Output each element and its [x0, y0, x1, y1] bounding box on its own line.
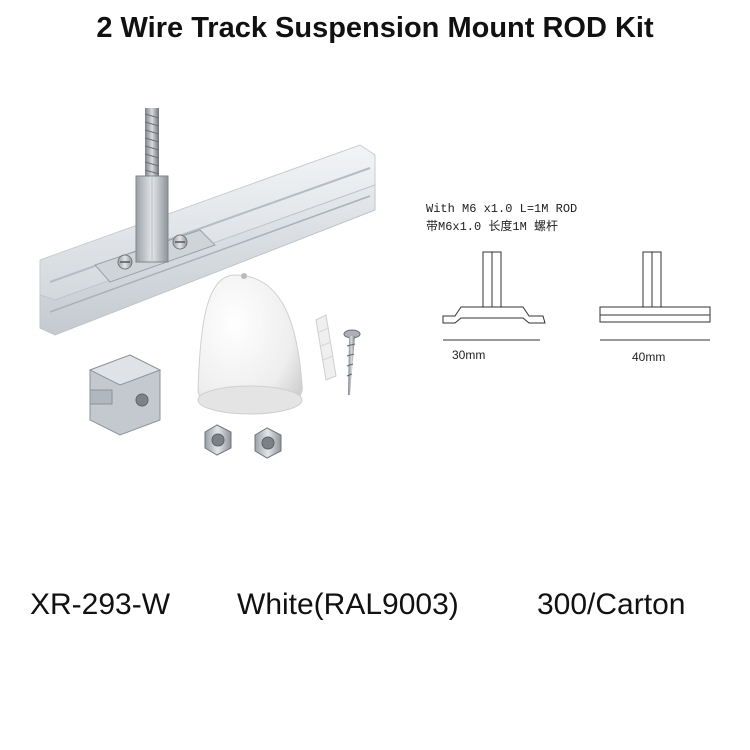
packing-quantity: 300/Carton [537, 588, 686, 621]
rod-note-en: With M6 x1.0 L=1M ROD [426, 202, 578, 216]
profile-40mm [599, 251, 711, 341]
screw [343, 329, 361, 395]
model-number: XR-293-W [30, 588, 171, 621]
hex-nut [204, 424, 232, 456]
product-title: 2 Wire Track Suspension Mount ROD Kit [96, 12, 654, 44]
hex-nut [254, 427, 282, 459]
product-photo [39, 108, 376, 459]
clamp-block [88, 354, 162, 436]
threaded-rod [135, 108, 169, 263]
rod-note-cn: 带M6x1.0 长度1M 螺杆 [426, 220, 559, 234]
dimension-30mm: 30mm [452, 348, 486, 362]
canopy-cup [197, 273, 303, 415]
color-spec: White(RAL9003) [237, 588, 459, 621]
product-info: XR-293-W White(RAL9003) 300/Carton [0, 588, 750, 628]
wall-plug [315, 314, 337, 381]
dimension-drawing [442, 251, 711, 341]
profile-30mm [442, 251, 546, 341]
dimension-40mm: 40mm [632, 350, 666, 364]
